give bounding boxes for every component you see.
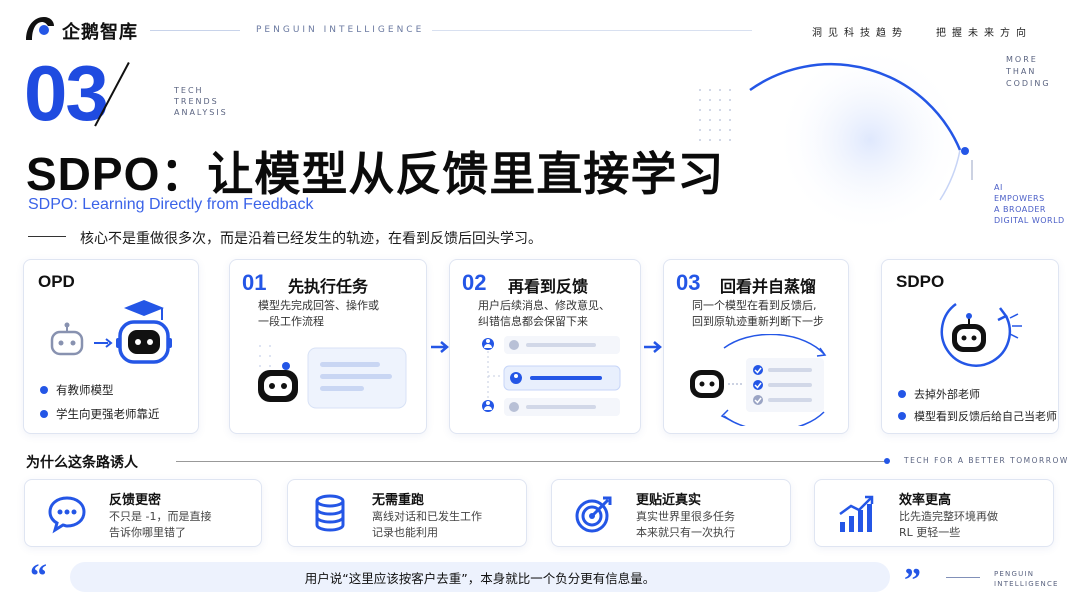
step-number: 01 [242, 270, 267, 295]
feature-description: 不只是 -1，而是直接 告诉你哪里错了 [109, 510, 212, 539]
step-description: 同一个模型在看到反馈后, 回到原轨迹重新判断下一步 [692, 299, 824, 328]
step-card-2: 02 再看到反馈 用户后续消息、修改意见、 纠错信息都会保留下来 [449, 259, 641, 434]
arrow-right-icon [644, 341, 662, 353]
step-title: 再看到反馈 [508, 277, 589, 296]
feature-card: 反馈更密 不只是 -1，而是直接 告诉你哪里错了 [24, 479, 262, 547]
quote-bar [70, 562, 890, 592]
divider-dot [884, 458, 890, 464]
quote-close-icon: ” [904, 562, 921, 599]
quote-text: 用户说“这里应该按客户去重”，本身就比一个负分更有信息量。 [304, 571, 656, 586]
robot-task-icon [258, 345, 407, 409]
slogan-left: 洞见科技趋势 [812, 28, 908, 39]
step-description: 用户后续消息、修改意见、 纠错信息都会保留下来 [478, 299, 610, 328]
divider [176, 461, 888, 462]
opd-title: OPD [38, 272, 75, 291]
chat-bubble-icon [48, 496, 86, 534]
feature-description: 离线对话和已发生工作 记录也能利用 [372, 510, 482, 539]
core-statement: 核心不是重做很多次，而是沿着已经发生的轨迹，在看到反馈后回头学习。 [80, 231, 542, 247]
feature-title: 反馈更密 [109, 493, 162, 508]
feature-description: 真实世界里很多任务 本来就只有一次执行 [636, 510, 735, 539]
dash-divider [28, 236, 66, 237]
step-description: 模型先完成回答、操作或 一段工作流程 [258, 299, 379, 328]
tech-trends-label: TECH TRENDS ANALYSIS [174, 86, 228, 117]
divider [432, 30, 752, 31]
logo-icon [26, 17, 54, 40]
feedback-list-icon [482, 336, 621, 416]
feature-description: 比先造完整环境再做 RL 更轻一些 [899, 510, 998, 539]
sdpo-card: SDPO 去掉外部老师 模型看到反馈后给自己当老师 [881, 259, 1059, 434]
feature-title: 效率更高 [899, 493, 952, 508]
step-card-1: 01 先执行任务 模型先完成回答、操作或 一段工作流程 [229, 259, 427, 434]
page-title: SDPO：让模型从反馈里直接学习 [26, 148, 725, 200]
opd-bullet: 有教师模型 [38, 382, 114, 398]
arrow-right-icon [431, 341, 449, 353]
more-than-coding: MORE THAN CODING [1006, 55, 1051, 88]
brand-english: PENGUIN INTELLIGENCE [256, 25, 425, 35]
feature-title: 更贴近真实 [636, 493, 702, 508]
divider [150, 30, 240, 31]
sdpo-title: SDPO [896, 272, 945, 291]
page-subtitle: SDPO: Learning Directly from Feedback [28, 196, 314, 213]
feature-card: 更贴近真实 真实世界里很多任务 本来就只有一次执行 [551, 479, 791, 547]
sdpo-bullet: 去掉外部老师 [896, 386, 980, 402]
slogan-right: 把握未来方向 [936, 28, 1032, 39]
ai-empowers-text: AI EMPOWERS A BROADER DIGITAL WORLD [994, 183, 1065, 225]
sdpo-bullet: 模型看到反馈后给自己当老师 [896, 408, 1057, 424]
feature-card: 无需重跑 离线对话和已发生工作 记录也能利用 [287, 479, 527, 547]
step-number: 03 [676, 270, 701, 295]
quote-open-icon: “ [30, 558, 47, 595]
feature-title: 无需重跑 [372, 493, 425, 508]
step-title: 回看并自蒸馏 [720, 277, 817, 296]
target-icon [575, 496, 612, 533]
step-number: 02 [462, 270, 487, 295]
self-teaching-robot-icon [940, 302, 1022, 367]
bar-chart-icon [839, 495, 874, 532]
opd-card: OPD 有教师模型 学生向更强老师靠近 [23, 259, 199, 434]
divider [946, 577, 980, 578]
decorative-arc [699, 45, 973, 235]
step-card-3: 03 回看并自蒸馏 同一个模型在看到反馈后, 回到原轨迹重新判断下一步 [663, 259, 849, 434]
feature-card: 效率更高 比先造完整环境再做 RL 更轻一些 [814, 479, 1054, 547]
logo-text: 企鹅智库 [62, 22, 138, 43]
opd-bullet: 学生向更强老师靠近 [38, 406, 160, 422]
teacher-student-robot-icon [50, 300, 172, 364]
footer-brand: PENGUIN INTELLIGENCE [994, 570, 1059, 588]
section-heading: 为什么这条路诱人 [26, 455, 138, 471]
database-icon [315, 494, 345, 532]
self-distill-cycle-icon [690, 334, 827, 426]
tagline: TECH FOR A BETTER TOMORROW [904, 456, 1069, 465]
step-title: 先执行任务 [288, 277, 369, 296]
